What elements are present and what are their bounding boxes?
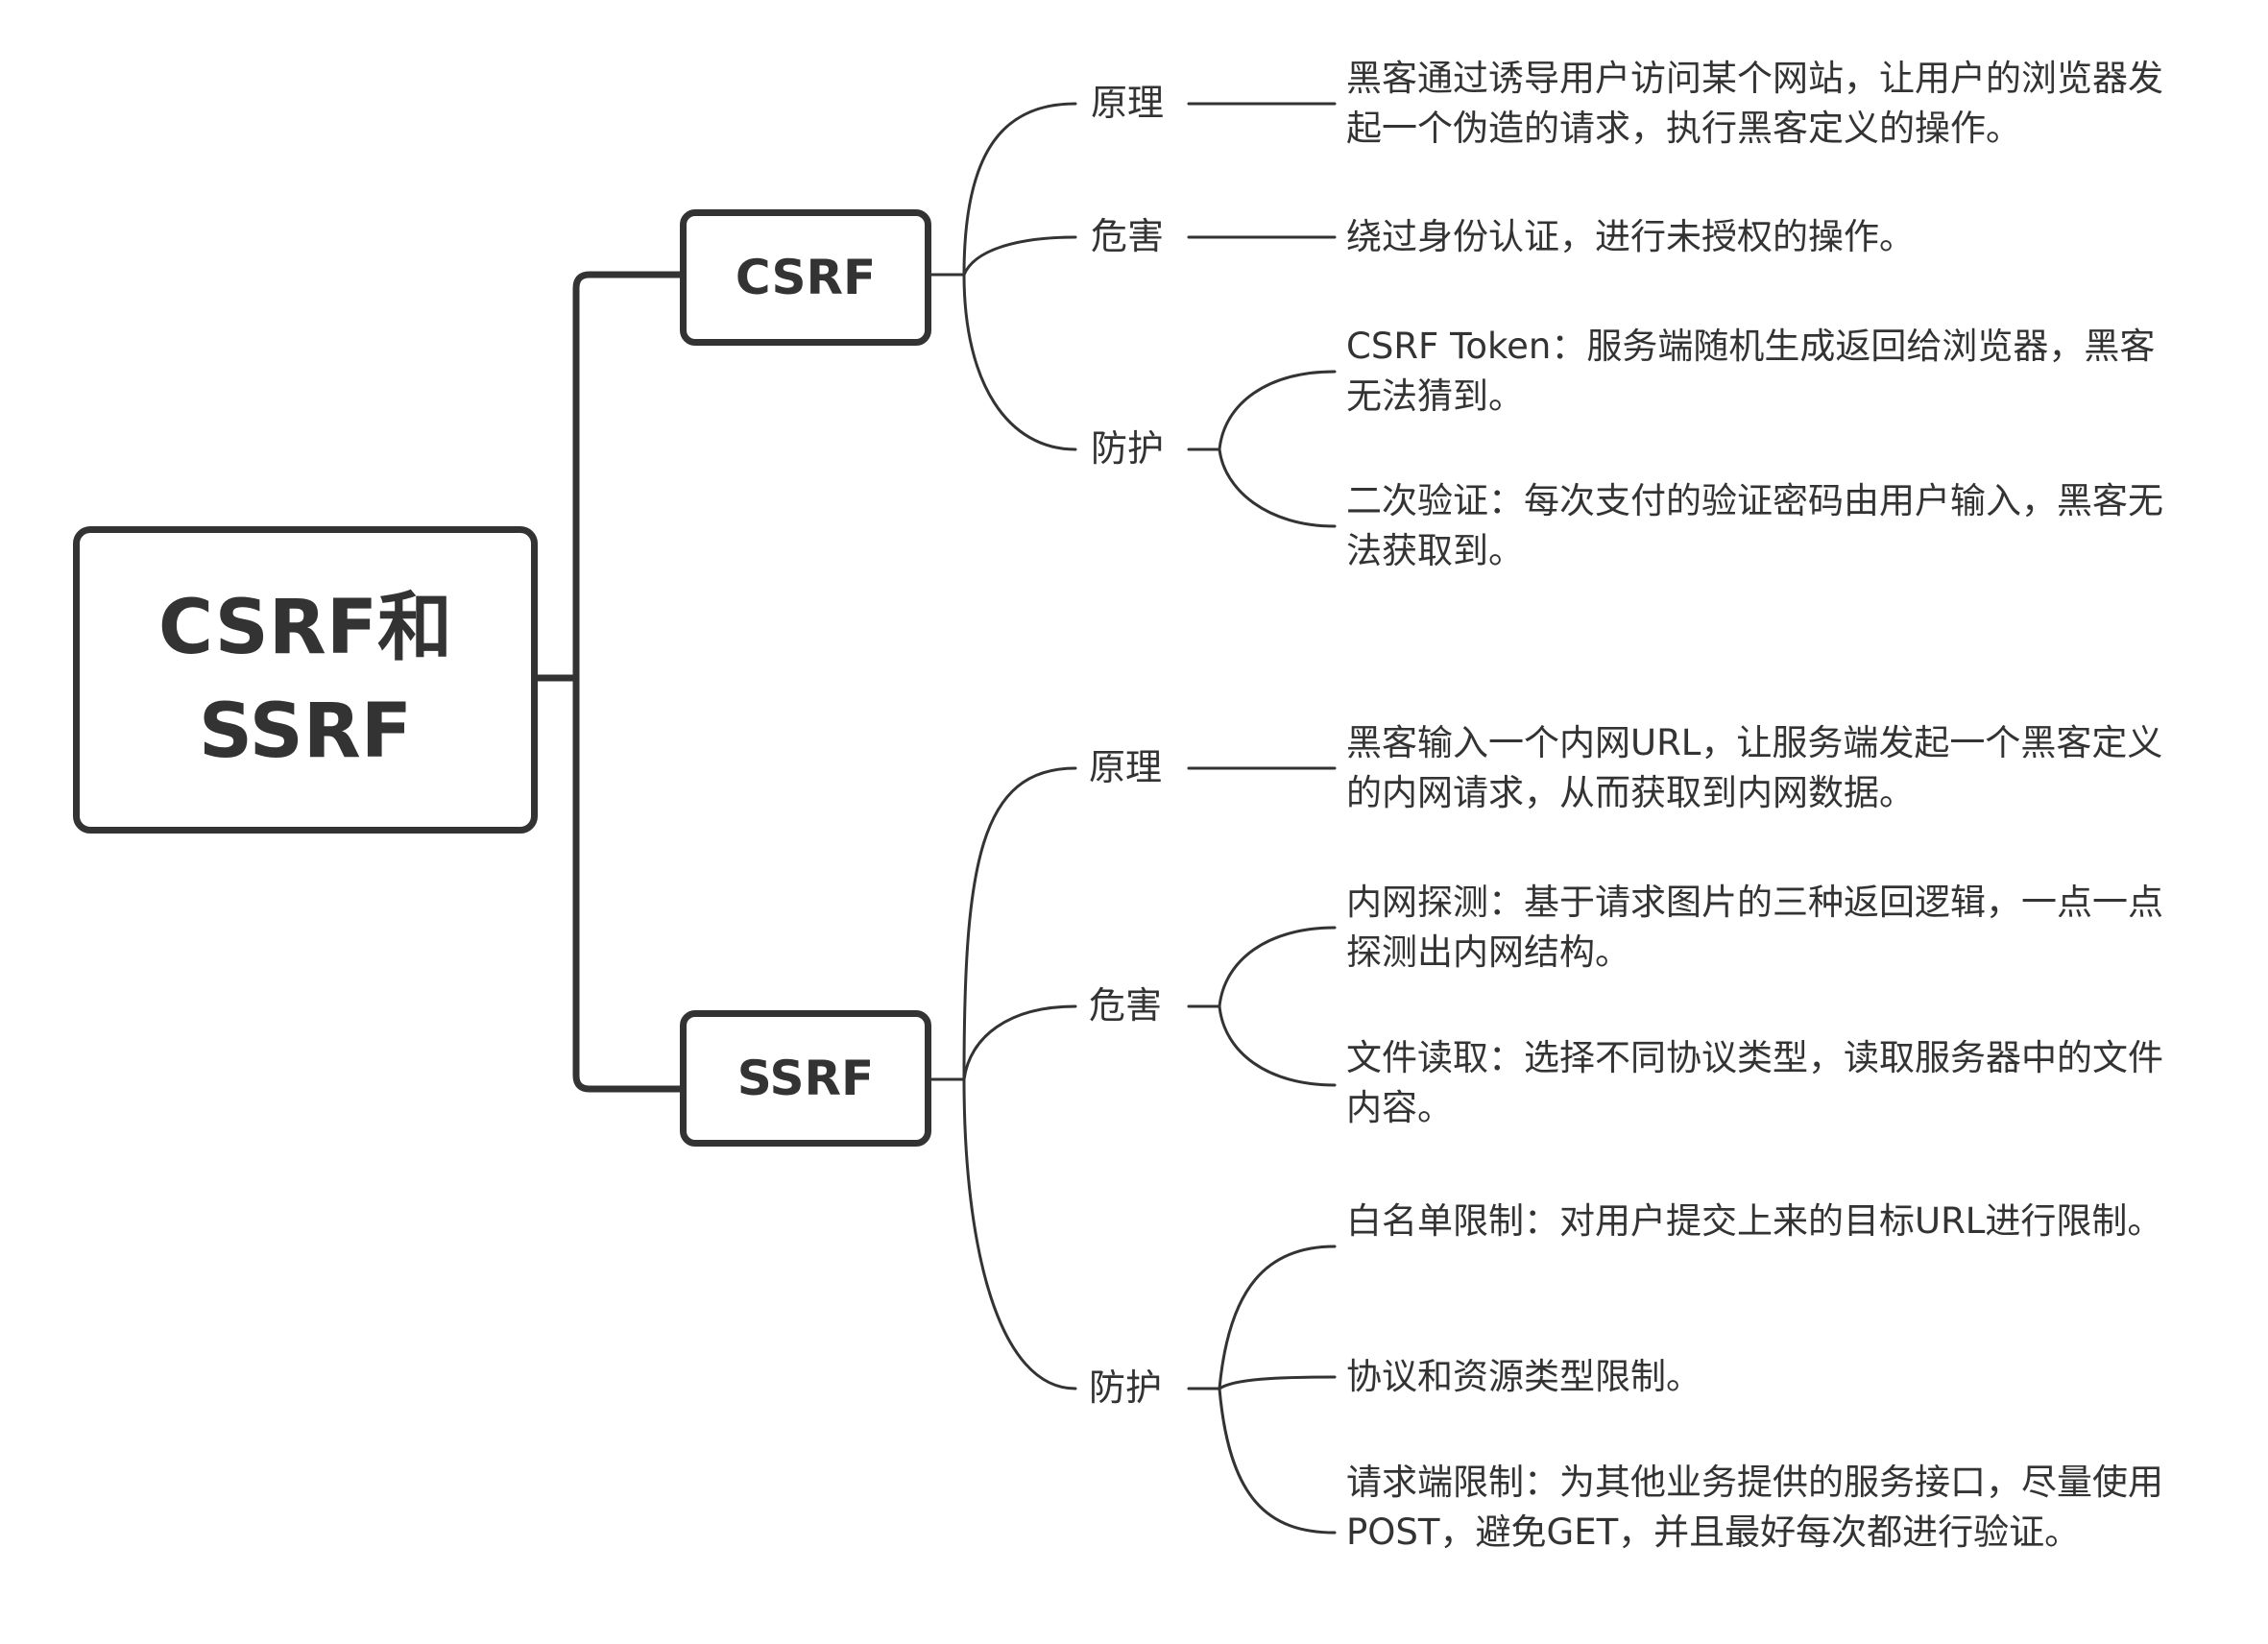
root-node[interactable]: CSRF和 SSRF	[73, 526, 538, 834]
csrf-node[interactable]: CSRF	[680, 209, 931, 346]
ssrf-principle-text: 黑客输入一个内网URL，让服务端发起一个黑客定义的内网请求，从而获取到内网数据。	[1346, 722, 2163, 813]
ssrf-defense-whitelist-text: 白名单限制：对用户提交上来的目标URL进行限制。	[1346, 1200, 2163, 1242]
ssrf-defense-label[interactable]: 防护	[1089, 1366, 1163, 1409]
ssrf-defense-protocol-text: 协议和资源类型限制。	[1346, 1356, 1701, 1397]
root-label: CSRF和 SSRF	[157, 585, 453, 775]
csrf-defense-label[interactable]: 防护	[1091, 427, 1165, 470]
ssrf-principle-label[interactable]: 原理	[1089, 746, 1163, 788]
csrf-harm-text: 绕过身份认证，进行未授权的操作。	[1346, 216, 1915, 257]
csrf-harm-label[interactable]: 危害	[1091, 215, 1165, 257]
connector-ssrf	[929, 766, 1077, 1390]
ssrf-harm-file-read-text: 文件读取：选择不同协议类型，读取服务器中的文件内容。	[1346, 1037, 2163, 1128]
ssrf-node[interactable]: SSRF	[680, 1010, 931, 1147]
ssrf-label: SSRF	[736, 1051, 875, 1106]
csrf-label: CSRF	[735, 250, 877, 305]
ssrf-defense-requester-text: 请求端限制：为其他业务提供的服务接口，尽量使用POST，避免GET，并且最好每次…	[1346, 1462, 2163, 1553]
connector-csrf-leaves	[1187, 102, 1337, 528]
connector-ssrf-leaves	[1187, 766, 1337, 1535]
connector-csrf	[929, 102, 1077, 451]
ssrf-harm-probe-text: 内网探测：基于请求图片的三种返回逻辑，一点一点探测出内网结构。	[1346, 882, 2163, 973]
csrf-principle-text: 黑客通过诱导用户访问某个网站，让用户的浏览器发起一个伪造的请求，执行黑客定义的操…	[1346, 58, 2163, 149]
csrf-defense-second-verify-text: 二次验证：每次支付的验证密码由用户输入，黑客无法获取到。	[1346, 480, 2163, 571]
csrf-defense-token-text: CSRF Token：服务端随机生成返回给浏览器，黑客无法猜到。	[1346, 326, 2156, 417]
csrf-principle-label[interactable]: 原理	[1091, 82, 1165, 124]
connector-root	[534, 271, 684, 1093]
ssrf-harm-label[interactable]: 危害	[1089, 984, 1163, 1027]
